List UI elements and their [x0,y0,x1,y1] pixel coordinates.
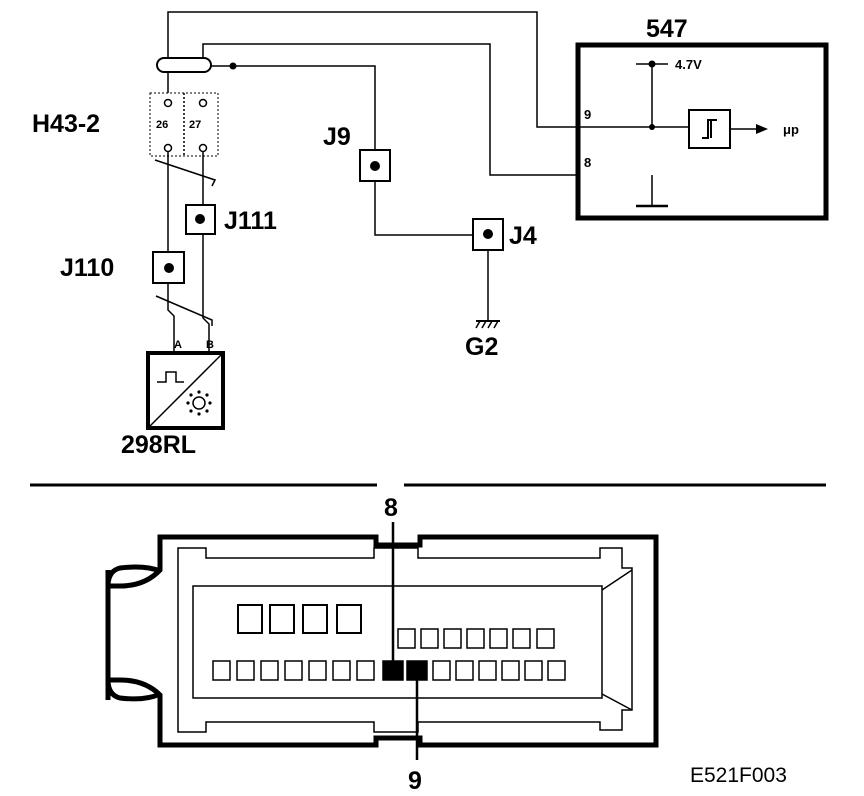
wire-j9-j4 [374,181,474,236]
large-pin [237,604,263,634]
pin [332,660,351,681]
pin [284,660,303,681]
connector-face-view [105,522,659,760]
pin [524,660,543,681]
wire-b-lower [202,234,210,352]
pin [397,628,416,649]
pin-26-bottom [163,143,173,153]
ecu-547-label: 547 [646,15,688,43]
pin [512,628,531,649]
wire-splice-j9 [203,65,376,152]
sensor-diagonal [149,354,222,427]
pin [466,628,485,649]
pin-27-top [198,98,208,108]
pin [356,660,375,681]
ecu-supply-dot [648,60,656,68]
pin-26-label: 26 [156,119,168,131]
pin [478,660,497,681]
junction-j9-dot [370,161,380,171]
pin [420,628,439,649]
junction-j4-dot [483,229,493,239]
pin [455,660,474,681]
sensor-298rl-label: 298RL [121,431,196,459]
twist-mark-2 [155,295,213,326]
ecu-output-label: μp [783,122,799,137]
wire-a-lower [167,283,175,352]
connector-housing [105,534,659,748]
large-pin [269,604,295,634]
pin [212,660,231,681]
pin-27-bottom [198,143,208,153]
large-pin [336,604,362,634]
connector-h43-2-label: H43-2 [32,110,100,138]
junction-j9-label: J9 [323,123,351,151]
sensor-pin-a-label: A [174,339,182,351]
pin-26-top [163,98,173,108]
ecu-voltage-label: 4.7V [675,57,702,72]
junction-j110-label: J110 [60,254,114,282]
pulse-icon [157,371,184,383]
pin-9-callout: 9 [408,767,422,795]
schmitt-trigger [688,109,731,149]
chassis-ground-icon [475,320,500,329]
twist-mark-1 [154,159,217,187]
figure-code: E521F003 [690,764,787,787]
pin-27-label: 27 [189,119,201,131]
schmitt-symbol-icon [702,119,717,139]
large-pin [302,604,328,634]
pin [260,660,279,681]
ecu-pin-9-label: 9 [584,107,591,122]
pin [536,628,555,649]
junction-j111-label: J111 [224,207,277,235]
pin [236,660,255,681]
ground-g2-label: G2 [465,333,498,361]
pin [432,660,451,681]
sensor-pin-b-label: B [206,339,214,351]
output-arrow-icon [756,124,768,134]
pin-8-callout: 8 [384,494,398,522]
junction-j111 [185,204,216,235]
junction-j110-dot [164,263,174,273]
twisted-pair-sheath [156,57,212,73]
junction-j4-label: J4 [509,222,537,250]
wire-to-pin-9 [167,11,652,128]
sun-icon [186,390,212,416]
pin [308,660,327,681]
pin [501,660,520,681]
splice-dot [229,62,237,70]
ecu-pin-8-label: 8 [584,155,591,170]
ecu-node-dot [649,124,655,130]
wire-to-pin-8 [202,43,652,176]
pin-8-highlighted [382,660,404,681]
junction-j111-dot [195,214,205,224]
pin [489,628,508,649]
pin [547,660,566,681]
pin [443,628,462,649]
connector-side-detail-1 [601,569,633,591]
pin-9-highlighted [406,660,428,681]
connector-side-detail-2 [601,693,633,711]
